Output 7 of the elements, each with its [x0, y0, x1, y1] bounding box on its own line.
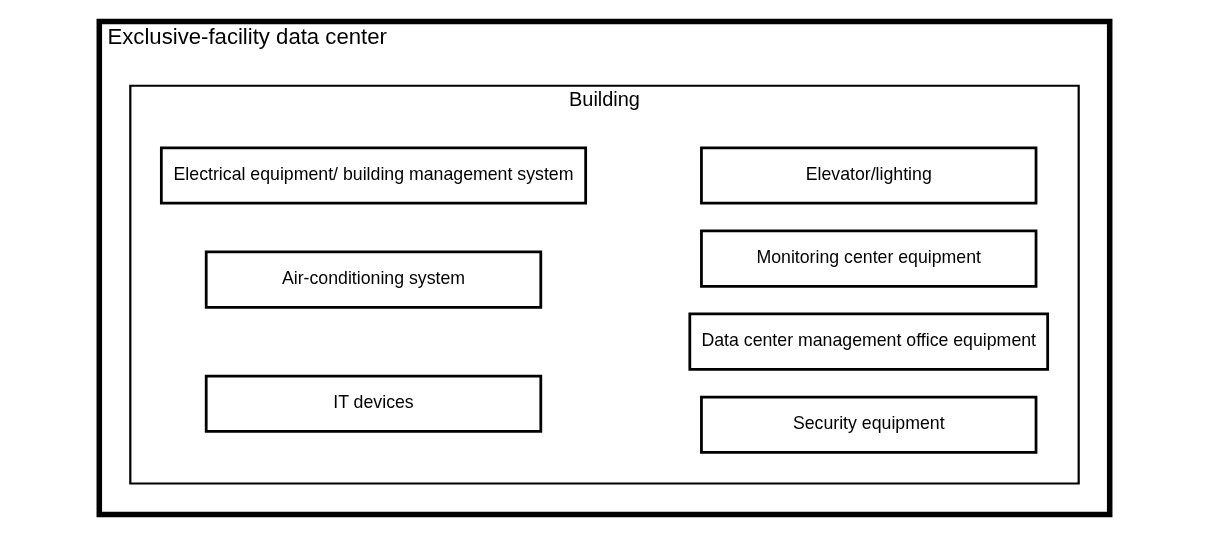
node-box: Air-conditioning system: [204, 250, 542, 309]
node-box: Security equipment: [699, 395, 1037, 454]
node-box: Elevator/lighting: [699, 146, 1037, 205]
node-box: IT devices: [204, 374, 542, 433]
node-box: Monitoring center equipment: [699, 229, 1037, 288]
node-box: Data center management office equipment: [687, 312, 1049, 371]
node-box: Electrical equipment/ building management system: [159, 146, 587, 205]
